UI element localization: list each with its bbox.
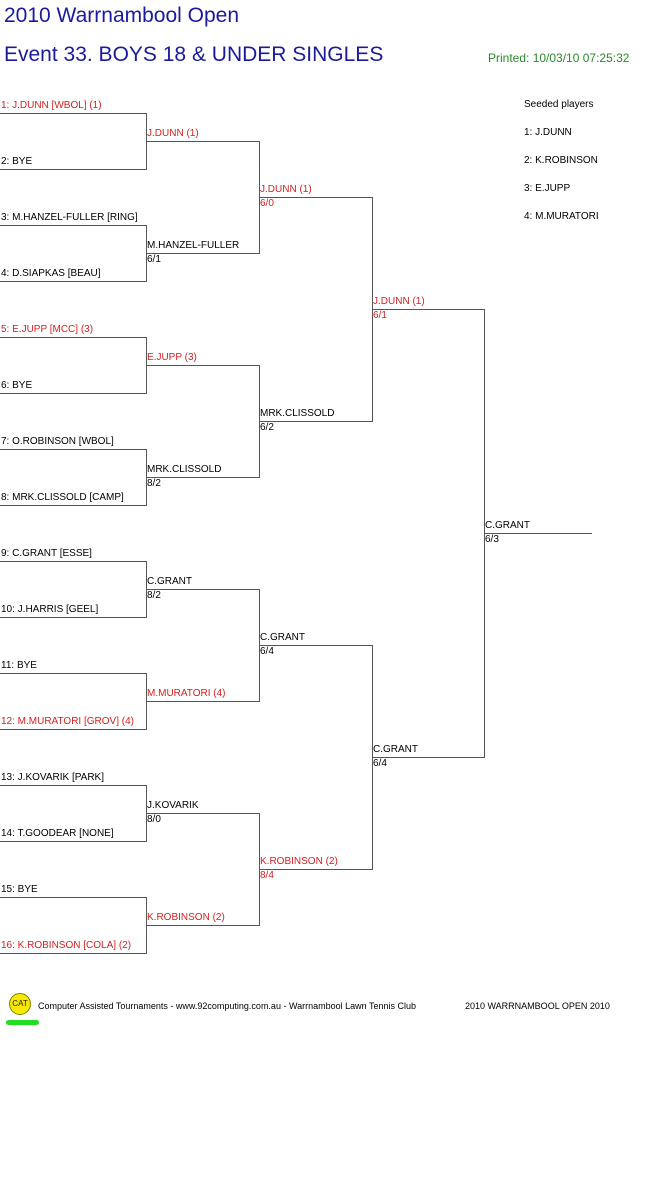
draw-line [0, 785, 146, 786]
match-score: 6/4 [373, 758, 387, 769]
draw-line [0, 953, 146, 954]
event-title: Event 33. BOYS 18 & UNDER SINGLES [4, 43, 384, 66]
player-name: 14: T.GOODEAR [NONE] [1, 828, 114, 839]
draw-line [0, 561, 146, 562]
player-name: K.ROBINSON (2) [260, 856, 338, 867]
draw-line [0, 449, 146, 450]
player-name: 6: BYE [1, 380, 33, 391]
seeded-player: 4: M.MURATORI [524, 211, 599, 222]
match-score: 6/0 [260, 198, 274, 209]
logo-underline [6, 1020, 39, 1025]
draw-line [0, 617, 146, 618]
footer-credits: Computer Assisted Tournaments - www.92co… [38, 1001, 417, 1011]
draw-line [259, 197, 372, 198]
player-name: MRK.CLISSOLD [147, 464, 222, 475]
draw-line [146, 365, 259, 366]
draw-line [146, 701, 259, 702]
player-name: 3: M.HANZEL-FULLER [RING] [1, 212, 138, 223]
draw-line [0, 897, 146, 898]
printed-timestamp: Printed: 10/03/10 07:25:32 [488, 51, 630, 65]
player-name: J.DUNN (1) [147, 128, 199, 139]
match-score: 8/2 [147, 478, 161, 489]
draw-line [146, 813, 259, 814]
player-name: 4: D.SIAPKAS [BEAU] [1, 268, 101, 279]
draw-line [0, 505, 146, 506]
draw-line [146, 925, 259, 926]
seeded-players-title: Seeded players [524, 99, 594, 110]
draw-line [0, 169, 146, 170]
match-score: 8/2 [147, 590, 161, 601]
player-name: 8: MRK.CLISSOLD [CAMP] [1, 492, 124, 503]
draw-line [0, 841, 146, 842]
draw-line [0, 281, 146, 282]
player-name: 2: BYE [1, 156, 33, 167]
player-name: J.DUNN (1) [373, 296, 425, 307]
draw-line [0, 113, 146, 114]
seeded-player: 3: E.JUPP [524, 183, 571, 194]
footer-event-name: 2010 WARRNAMBOOL OPEN 2010 [465, 1001, 610, 1011]
player-name: MRK.CLISSOLD [260, 408, 335, 419]
player-name: 12: M.MURATORI [GROV] (4) [1, 716, 134, 727]
draw-line [146, 253, 259, 254]
player-name: 10: J.HARRIS [GEEL] [1, 604, 99, 615]
draw-line [146, 141, 259, 142]
draw-line [0, 225, 146, 226]
player-name: 15: BYE [1, 884, 38, 895]
draw-line [259, 869, 372, 870]
match-score: 8/0 [147, 814, 161, 825]
player-name: C.GRANT [485, 520, 530, 531]
player-name: M.MURATORI (4) [147, 688, 226, 699]
match-score: 6/4 [260, 646, 274, 657]
player-name: 1: J.DUNN [WBOL] (1) [1, 100, 102, 111]
match-score: 8/4 [260, 870, 274, 881]
draw-line [372, 757, 484, 758]
player-name: M.HANZEL-FULLER [147, 240, 240, 251]
seeded-player: 2: K.ROBINSON [524, 155, 598, 166]
player-name: 13: J.KOVARIK [PARK] [1, 772, 104, 783]
match-score: 6/1 [373, 310, 387, 321]
cat-logo: CAT [9, 993, 31, 1015]
match-score: 6/3 [485, 534, 499, 545]
draw-line [146, 589, 259, 590]
player-name: C.GRANT [147, 576, 192, 587]
draw-line [146, 477, 259, 478]
seeded-player: 1: J.DUNN [524, 127, 572, 138]
player-name: J.DUNN (1) [260, 184, 312, 195]
player-name: 16: K.ROBINSON [COLA] (2) [1, 940, 132, 951]
draw-line [372, 309, 484, 310]
draw-line [259, 421, 372, 422]
match-score: 6/2 [260, 422, 274, 433]
tournament-title: 2010 Warrnambool Open [4, 4, 240, 27]
player-name: 9: C.GRANT [ESSE] [1, 548, 92, 559]
draw-line [0, 393, 146, 394]
draw-line [259, 645, 372, 646]
match-score: 6/1 [147, 254, 161, 265]
player-name: 7: O.ROBINSON [WBOL] [1, 436, 114, 447]
player-name: C.GRANT [373, 744, 418, 755]
player-name: 5: E.JUPP [MCC] (3) [1, 324, 94, 335]
player-name: C.GRANT [260, 632, 305, 643]
player-name: K.ROBINSON (2) [147, 912, 225, 923]
draw-line [0, 337, 146, 338]
player-name: E.JUPP (3) [147, 352, 197, 363]
draw-line [484, 533, 592, 534]
draw-line [0, 673, 146, 674]
draw-line [0, 729, 146, 730]
player-name: 11: BYE [1, 660, 37, 671]
player-name: J.KOVARIK [147, 800, 199, 811]
